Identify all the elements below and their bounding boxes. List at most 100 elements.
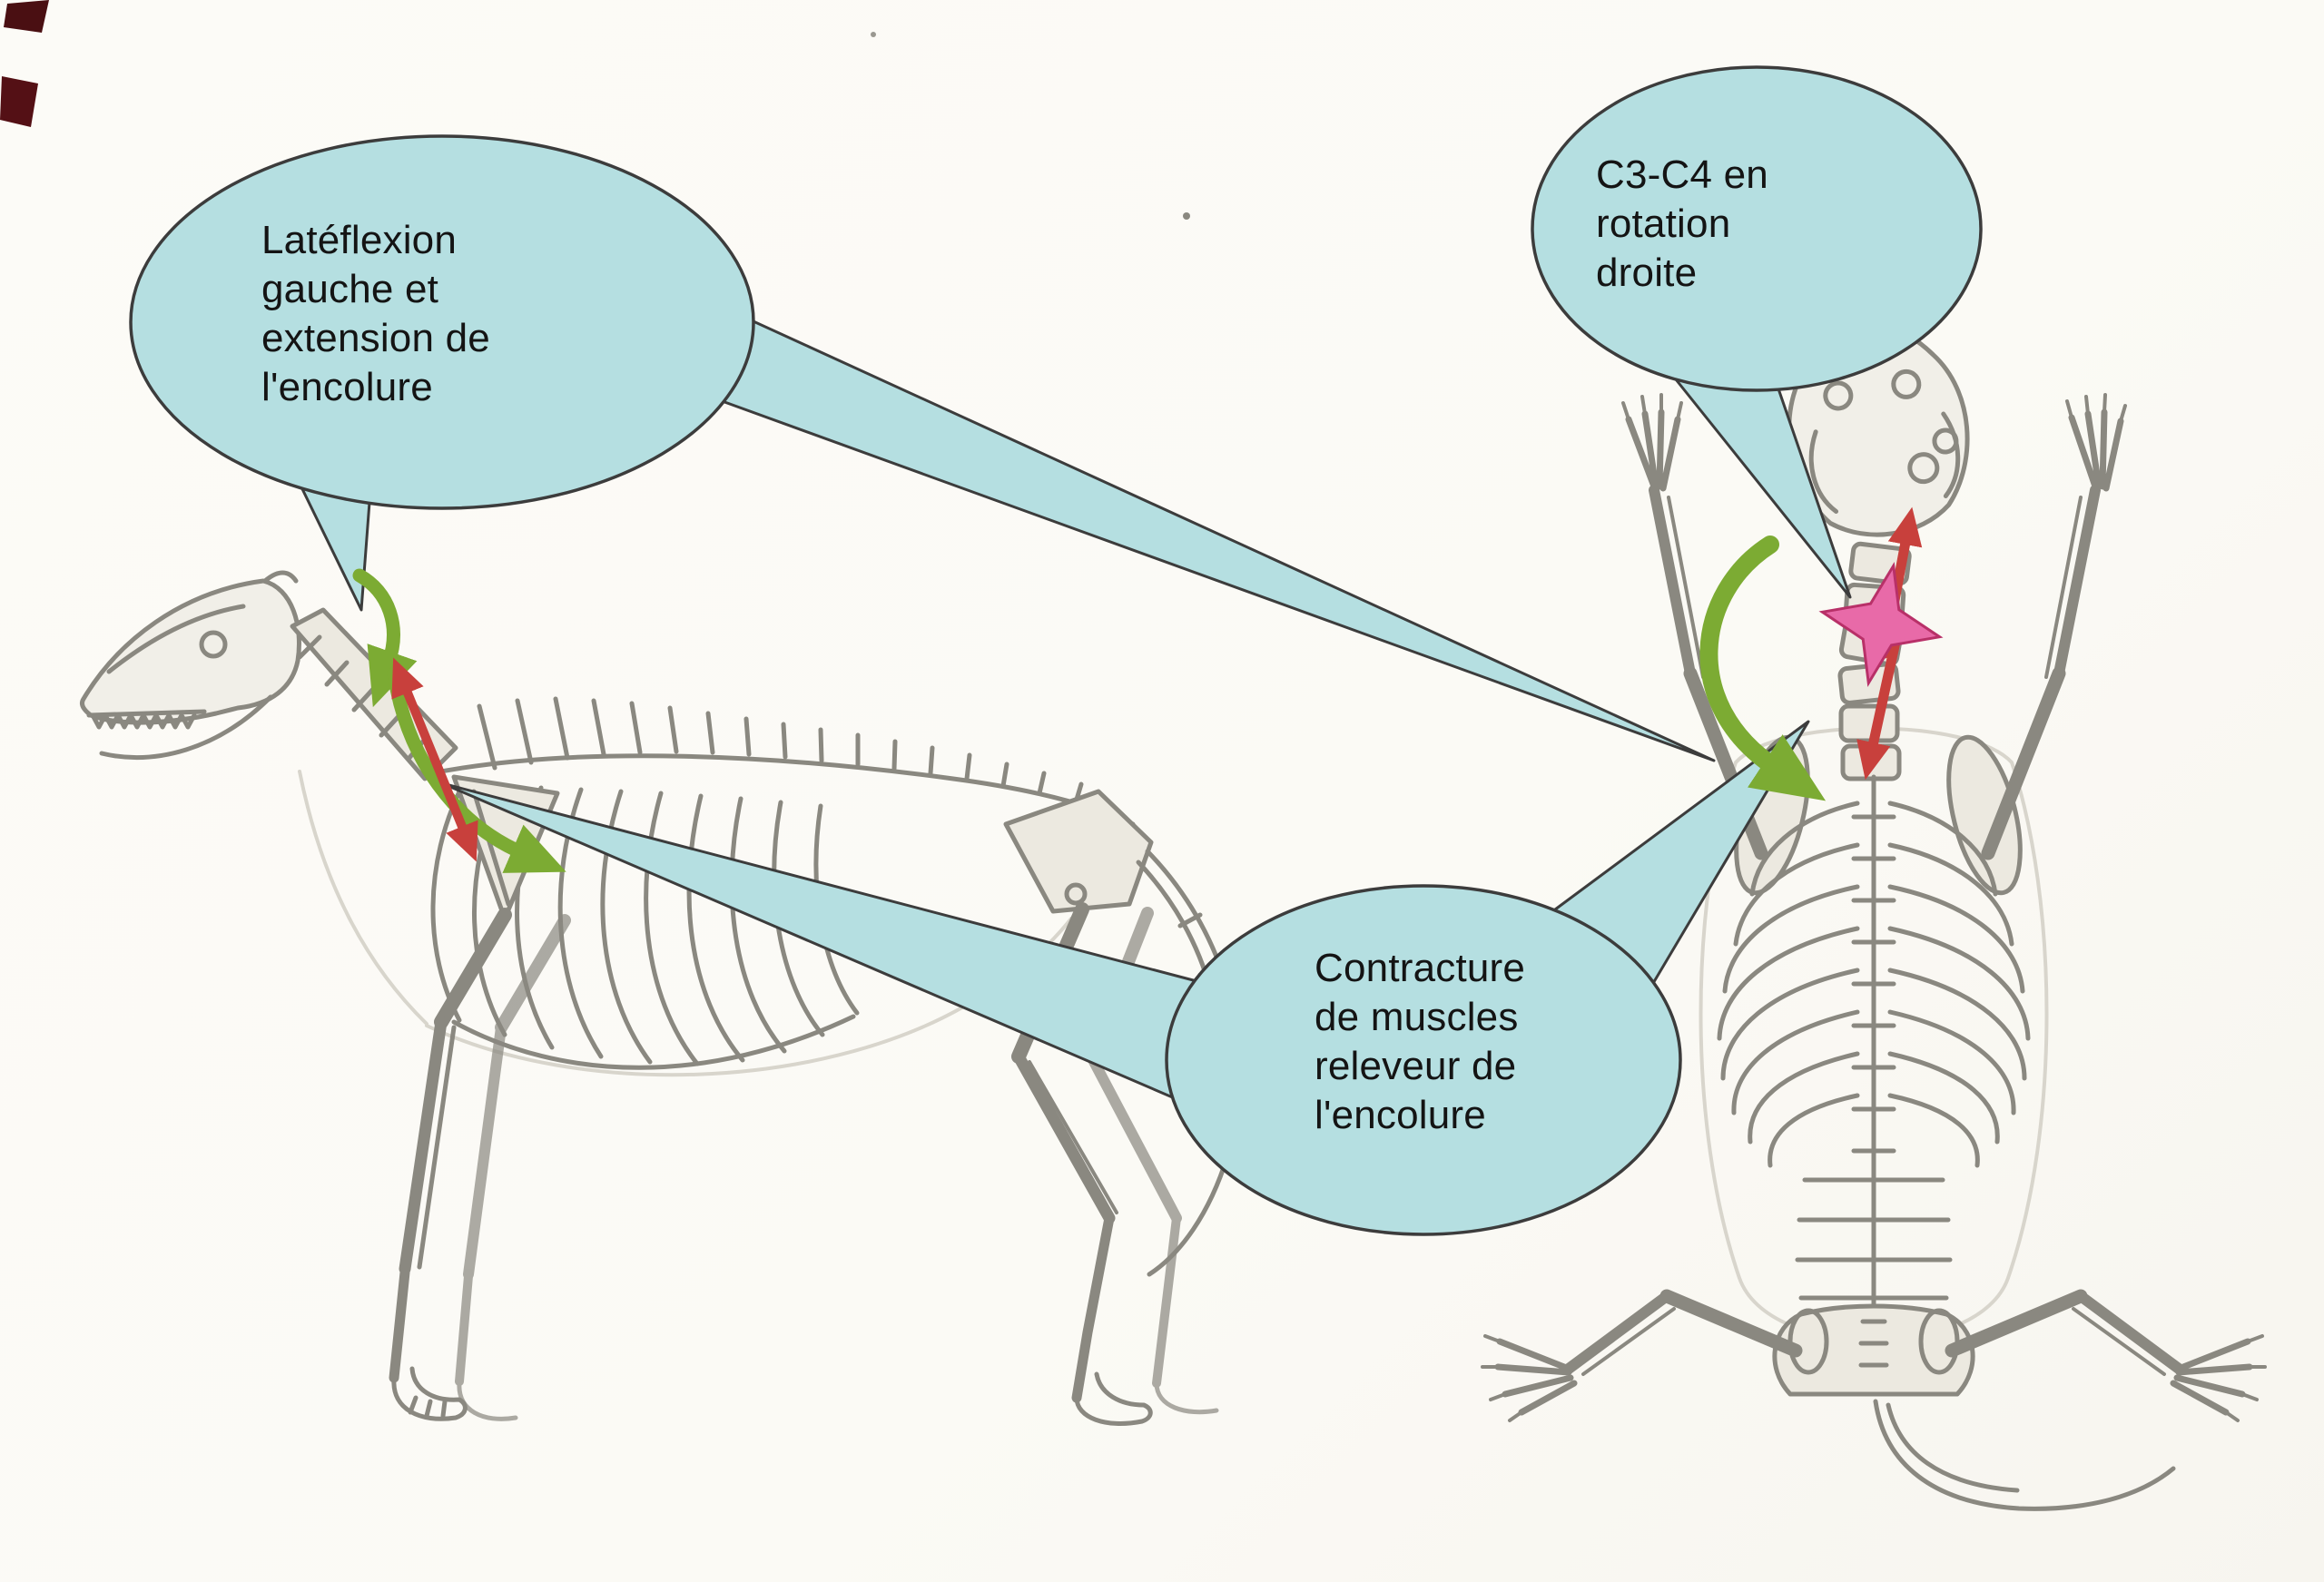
eye-socket [199,630,228,659]
toes [408,1395,448,1419]
claws [2065,393,2127,423]
paw [1154,1381,1219,1415]
contracture-bubble [1165,884,1682,1236]
claws [1621,393,1683,421]
claws [2224,1334,2267,1422]
vertebra-ticks [1851,814,1896,1154]
tibia [2075,1291,2184,1374]
motion-arrows [352,506,1944,873]
tibia [1012,1050,1116,1224]
claws [1481,1334,1523,1422]
humerus [434,908,512,1029]
mouth-line [86,709,207,718]
metatarsus [1071,1213,1115,1403]
femur [1659,1289,1803,1358]
sacrum-ticks [1858,1319,1889,1368]
metacarpals [1625,408,1681,492]
c3c4-bubble [1531,65,1983,392]
lower-jaw [99,694,273,760]
teeth [90,712,197,730]
text-line: releveur de [1315,1044,1517,1088]
scan-speck [871,32,876,37]
tail-curve [1873,1399,2176,1511]
tibia [1563,1291,1672,1374]
front-leg-near [389,908,512,1421]
fibula [1028,1060,1118,1214]
paw [1074,1371,1153,1426]
skull-lateral [79,570,301,760]
radius [2053,485,2101,679]
spinous-processes [477,696,1084,805]
humerus [1981,666,2066,860]
zygomatic-arches [1808,411,1961,515]
ulna [417,1025,457,1270]
scan-artifacts [0,0,1190,220]
tibia [1086,1051,1182,1223]
metatarsus [1152,1214,1181,1388]
sternum [451,1014,856,1070]
hip-joint [1064,882,1088,906]
metatarsals [1494,1338,1578,1416]
front-leg-far [455,914,571,1421]
radius [463,1022,507,1280]
neck-extension-arrow [391,657,478,862]
metacarpus [389,1267,410,1383]
fibula [1581,1307,1676,1376]
text-line: gauche et [261,267,439,311]
scan-mark [4,0,49,33]
vertebra-c5 [1838,703,1900,743]
pelvis-lateral [1003,789,1154,914]
text-line: de muscles [1315,995,1519,1039]
text-line: l'encolure [1315,1093,1486,1137]
ribs-dorsal [1717,801,2031,1168]
lateflexion-bubble [129,134,755,510]
metatarsals [2170,1338,2253,1416]
lateflexion-bubble-text: Latéflexion gauche et extension de l'enc… [261,216,490,412]
tympanic-bulla [1907,452,1940,485]
vertebra-divisions [297,634,429,762]
lumbar-transverse-processes [1795,1177,1953,1301]
callout-pointers [287,281,1852,1120]
contracture-bubble-text: Contracture de muscles releveur de l'enc… [1315,944,1525,1140]
scan-mark [0,76,38,127]
text-line: Contracture [1315,946,1526,990]
front-limb-right [1981,393,2127,860]
cervical-rotation-arrow [1699,536,1827,801]
c3c4-bubble-text: C3-C4 en rotation droite [1596,151,1768,298]
scan-speck [1183,212,1190,220]
metacarpals [2068,408,2124,492]
text-line: extension de [261,316,490,360]
scapula-right [1946,734,2023,896]
paw [391,1366,468,1421]
ulna [2044,496,2083,679]
hind-limb-left [1481,1289,1803,1422]
tail-dorsal [1873,1399,2176,1511]
lateroflexion-arrow-upper [352,568,418,708]
lateflexion-beam-to-dorsal-neck [668,281,1716,762]
rotation-arrow-down [1856,628,1903,781]
radius [399,1016,448,1275]
c3c4-lesion-star-icon [1818,561,1944,688]
occiput [262,570,299,584]
text-line: Latéflexion [261,218,458,262]
tail-inner-line [1886,1402,2020,1493]
eye-socket [1891,368,1922,399]
text-line: rotation [1596,201,1731,246]
scapular-spine [471,789,511,907]
ulna [1667,496,1705,679]
pelvis-dorsal [1772,1303,1975,1397]
fibula [2072,1307,2166,1376]
eye-socket [1823,380,1854,411]
text-line: l'encolure [261,365,433,409]
text-line: C3-C4 en [1596,152,1768,197]
metacarpus [455,1272,473,1386]
femur [1945,1289,2088,1358]
nasal-line [106,604,246,674]
tympanic-bulla [1932,427,1959,455]
paw [457,1381,518,1421]
radius [1649,485,1696,679]
humerus [495,914,571,1034]
hind-limb-right [1945,1289,2267,1422]
